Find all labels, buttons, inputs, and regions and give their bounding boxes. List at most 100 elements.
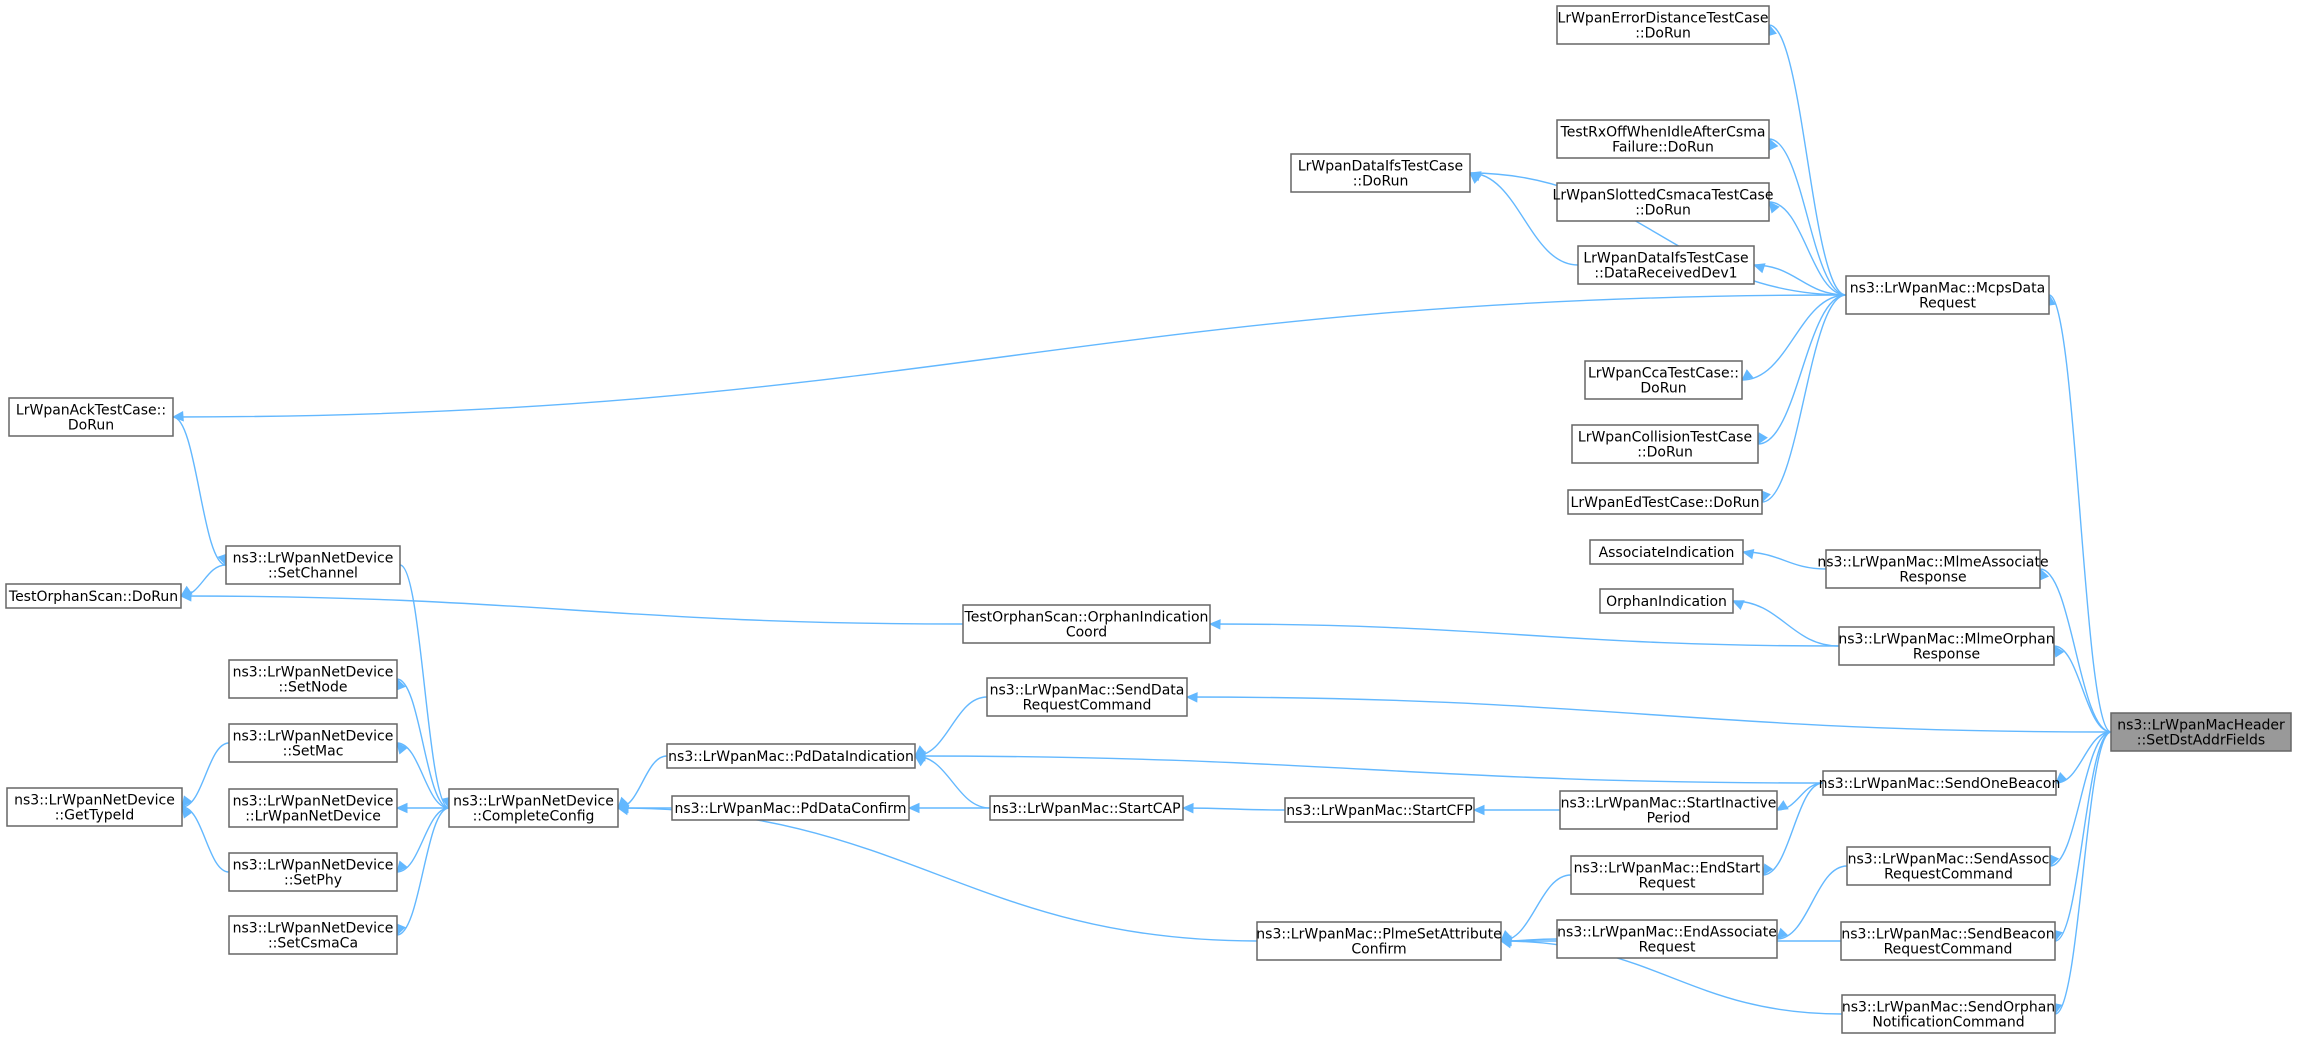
edges-layer (171, 23, 2112, 1016)
node-label-line: Request (1639, 940, 1696, 956)
node-box (8, 397, 174, 437)
edge-orphancoord-to-mlmeorphan (1209, 623, 1840, 647)
node-label-line: Response (1899, 570, 1966, 586)
node-label-line: ::SetNode (279, 680, 348, 696)
node-label-line: LrWpanCcaTestCase:: (1588, 366, 1739, 382)
node-box (1838, 626, 2055, 666)
edge-setphy-to-completeconfig (396, 807, 450, 873)
node-label-line: RequestCommand (1884, 942, 2013, 958)
node-label-line: ns3::LrWpanNetDevice (453, 794, 614, 810)
node-label-line: ::SetPhy (284, 873, 342, 889)
node-box (1846, 846, 2051, 886)
node-ifsdorun[interactable]: LrWpanDataIfsTestCase::DoRun (1290, 153, 1471, 193)
node-orphanind[interactable]: OrphanIndication (1599, 588, 1734, 614)
node-label-line: ns3::LrWpanMac::SendOneBeacon (1819, 776, 2061, 792)
node-orphandorun[interactable]: TestOrphanScan::DoRun (5, 583, 182, 609)
node-edtest[interactable]: LrWpanEdTestCase::DoRun (1567, 489, 1763, 515)
node-label-line: Request (1639, 876, 1696, 892)
node-box (1567, 489, 1763, 515)
node-label-line: ::SetMac (283, 744, 344, 760)
node-ifsdev1[interactable]: LrWpanDataIfsTestCase::DataReceivedDev1 (1577, 245, 1755, 285)
edge-completeconfig-to-plmeset (617, 807, 1258, 942)
node-setchannel[interactable]: ns3::LrWpanNetDevice::SetChannel (225, 545, 401, 585)
edge-ifsdev1-to-mcps (1753, 264, 1847, 296)
node-label-line: DoRun (68, 418, 114, 434)
node-label-line: ::DataReceivedDev1 (1594, 266, 1737, 282)
node-label-line: ns3::LrWpanMac::EndAssociate (1557, 925, 1777, 941)
arrowhead-plmeset (1499, 938, 1513, 949)
node-sendonebeacon[interactable]: ns3::LrWpanMac::SendOneBeacon (1819, 770, 2061, 796)
node-setnode[interactable]: ns3::LrWpanNetDevice::SetNode (228, 659, 398, 699)
node-label-line: TestOrphanScan::OrphanIndication (964, 610, 1209, 626)
node-label-line: ns3::LrWpanMac::PdDataIndication (668, 749, 914, 765)
node-assocind[interactable]: AssociateIndication (1589, 539, 1744, 565)
node-label-line: ::SetCsmaCa (268, 936, 358, 952)
edge-orphandorun-to-orphancoord (180, 595, 964, 625)
node-label-line: ::CompleteConfig (473, 809, 595, 825)
edge-endstart-to-sendonebeacon (1762, 782, 1824, 876)
node-startcap[interactable]: ns3::LrWpanMac::StartCAP (989, 795, 1184, 821)
node-box (228, 788, 398, 828)
node-startcfp[interactable]: ns3::LrWpanMac::StartCFP (1284, 797, 1475, 823)
arrowhead-sendonebeacon (2055, 771, 2068, 784)
node-ctor[interactable]: ns3::LrWpanNetDevice::LrWpanNetDevice (228, 788, 398, 828)
node-label-line: ns3::LrWpanMac::EndStart (1574, 861, 1761, 877)
arrowhead-gettypeid (181, 806, 193, 819)
arrowhead-orphandorun (179, 585, 193, 597)
node-label-line: Request (1919, 296, 1976, 312)
node-sendorphan[interactable]: ns3::LrWpanMac::SendOrphanNotificationCo… (1841, 994, 2056, 1034)
node-label-line: LrWpanDataIfsTestCase (1583, 251, 1748, 267)
node-pddataconfirm[interactable]: ns3::LrWpanMac::PdDataConfirm (671, 795, 910, 821)
edge-ifsdorun-to-ifsdev1 (1469, 172, 1579, 266)
node-setphy[interactable]: ns3::LrWpanNetDevice::SetPhy (228, 852, 398, 892)
node-label-line: Failure::DoRun (1612, 140, 1714, 156)
node-slotted[interactable]: LrWpanSlottedCsmacaTestCase::DoRun (1553, 182, 1774, 222)
node-label-line: ns3::LrWpanNetDevice (233, 665, 394, 681)
node-setmac[interactable]: ns3::LrWpanNetDevice::SetMac (228, 723, 398, 763)
edge-rxoff-to-mcps (1768, 138, 1847, 296)
node-errdist[interactable]: LrWpanErrorDistanceTestCase::DoRun (1556, 5, 1770, 45)
node-collision[interactable]: LrWpanCollisionTestCase::DoRun (1571, 424, 1759, 464)
node-box (989, 795, 1184, 821)
node-acktest[interactable]: LrWpanAckTestCase::DoRun (8, 397, 174, 437)
arrowhead-setphy (396, 860, 408, 873)
edge-collision-to-mcps (1757, 294, 1847, 445)
edge-setchannel-to-acktest (172, 416, 227, 566)
node-box (1256, 921, 1502, 961)
node-root[interactable]: ns3::LrWpanMacHeader::SetDstAddrFields (2110, 712, 2292, 752)
node-setcsmaca[interactable]: ns3::LrWpanNetDevice::SetCsmaCa (228, 915, 398, 955)
node-box (986, 677, 1188, 717)
arrowhead-orphanind (1731, 600, 1745, 610)
node-box (6, 787, 183, 827)
node-cca[interactable]: LrWpanCcaTestCase::DoRun (1584, 360, 1743, 400)
node-label-line: ns3::LrWpanMac::SendBeacon (1841, 927, 2054, 943)
edge-ifsdorun-to-mcps (1469, 172, 1847, 296)
edge-orphanind-to-mlmeorphan (1732, 600, 1840, 647)
edge-pddataind-to-sendonebeacon (914, 755, 1824, 784)
node-completeconfig[interactable]: ns3::LrWpanNetDevice::CompleteConfig (448, 788, 619, 828)
node-gettypeid[interactable]: ns3::LrWpanNetDevice::GetTypeId (6, 787, 183, 827)
edge-setcsmaca-to-completeconfig (396, 807, 450, 936)
node-label-line: ::DoRun (1635, 203, 1691, 219)
node-label-line: ns3::LrWpanMac::PdDataConfirm (675, 801, 907, 817)
node-label-line: Coord (1066, 625, 1107, 641)
arrowhead-startinactive (1775, 800, 1789, 811)
node-label-line: ns3::LrWpanMac::MlmeAssociate (1817, 555, 2048, 571)
node-pddataind[interactable]: ns3::LrWpanMac::PdDataIndication (666, 743, 916, 769)
node-label-line: ns3::LrWpanMac::SendData (990, 683, 1185, 699)
node-label-line: ns3::LrWpanMac::StartCAP (992, 801, 1180, 817)
node-box (5, 583, 182, 609)
